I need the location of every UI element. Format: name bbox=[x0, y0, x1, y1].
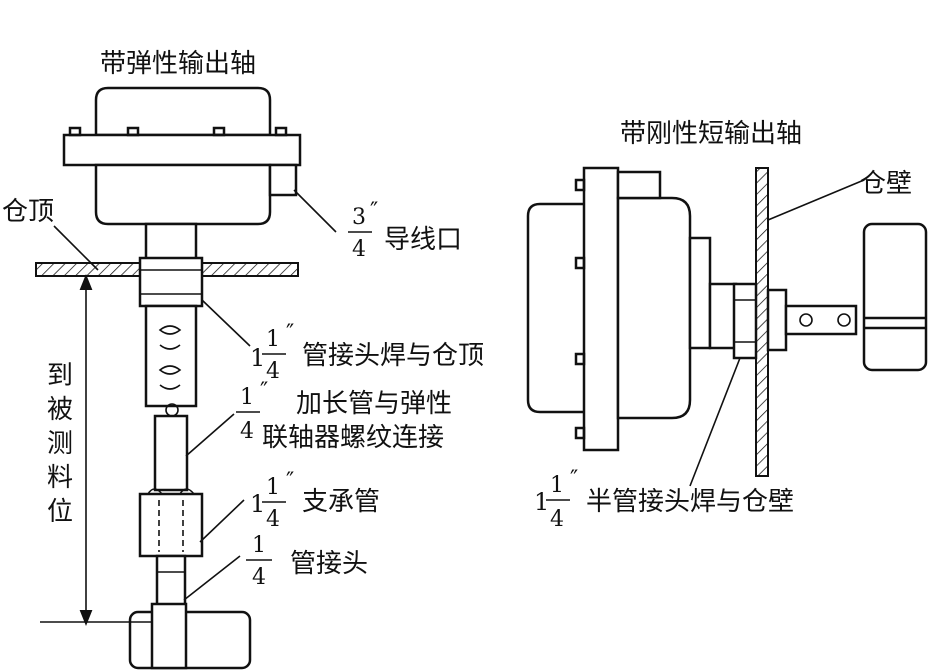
svg-text:″: ″ bbox=[286, 321, 294, 346]
svg-text:加长管与弹性: 加长管与弹性 bbox=[296, 389, 452, 419]
svg-text:1: 1 bbox=[534, 488, 549, 516]
svg-text:联轴器螺纹连接: 联轴器螺纹连接 bbox=[262, 423, 444, 453]
roof-label: 仓顶 bbox=[2, 197, 54, 227]
pipe-joint-label: 1 1 4 ″ 管接头焊与仓顶 bbox=[250, 321, 484, 384]
right-housing bbox=[526, 202, 592, 414]
right-paddle bbox=[862, 222, 928, 372]
bolt-head-icon bbox=[126, 126, 140, 137]
svg-text:料: 料 bbox=[47, 463, 73, 493]
svg-text:1: 1 bbox=[250, 344, 265, 372]
roof-coupling bbox=[138, 256, 204, 308]
svg-text:1: 1 bbox=[266, 327, 280, 352]
right-device: 带刚性短输出轴 仓壁 1 bbox=[526, 119, 928, 532]
svg-text:3: 3 bbox=[352, 205, 366, 230]
svg-text:1: 1 bbox=[250, 490, 265, 518]
svg-text:″: ″ bbox=[260, 379, 268, 404]
svg-text:4: 4 bbox=[266, 507, 280, 532]
left-flange bbox=[62, 133, 302, 167]
small-joint-label: 1 4 管接头 bbox=[246, 533, 368, 590]
bolt-head-icon bbox=[68, 126, 82, 137]
right-housing-body bbox=[616, 196, 692, 420]
svg-text:1: 1 bbox=[240, 385, 254, 410]
svg-text:″: ″ bbox=[370, 199, 378, 224]
svg-text:被: 被 bbox=[47, 395, 73, 425]
svg-text:1: 1 bbox=[266, 475, 280, 500]
conduit-port bbox=[268, 163, 298, 197]
support-pipe-label: 1 1 4 ″ 支承管 bbox=[250, 469, 380, 532]
left-neck bbox=[144, 222, 198, 264]
left-housing-top bbox=[94, 86, 272, 137]
right-flange bbox=[582, 166, 620, 452]
svg-text:4: 4 bbox=[266, 359, 280, 384]
depth-label: 到 被 测 料 位 bbox=[44, 354, 76, 527]
svg-text:导线口: 导线口 bbox=[384, 225, 462, 255]
bin-wall bbox=[755, 167, 769, 477]
support-pipe bbox=[138, 492, 204, 558]
left-housing-bottom bbox=[94, 163, 272, 226]
svg-text:1: 1 bbox=[252, 533, 266, 558]
svg-text:″: ″ bbox=[570, 467, 578, 492]
bolt-head-icon bbox=[274, 126, 288, 137]
left-device-title: 带弹性输出轴 bbox=[100, 49, 256, 79]
svg-text:管接头: 管接头 bbox=[290, 549, 368, 579]
svg-text:管接头焊与仓顶: 管接头焊与仓顶 bbox=[302, 341, 484, 371]
svg-text:1: 1 bbox=[550, 473, 564, 498]
bolt-head-icon bbox=[574, 178, 586, 192]
left-device: 带弹性输出轴 bbox=[2, 49, 484, 670]
upper-pipe bbox=[144, 304, 198, 408]
svg-text:测: 测 bbox=[47, 429, 73, 459]
svg-text:半管接头焊与仓壁: 半管接头焊与仓壁 bbox=[586, 487, 794, 517]
svg-text:4: 4 bbox=[252, 565, 266, 590]
svg-text:到: 到 bbox=[47, 361, 73, 391]
extension-label: 1 4 ″ 加长管与弹性 联轴器螺纹连接 bbox=[236, 379, 452, 453]
bolt-head-icon bbox=[574, 426, 586, 440]
svg-text:4: 4 bbox=[240, 419, 254, 444]
rigid-shaft bbox=[784, 304, 858, 336]
half-joint-label: 1 1 4 ″ 半管接头焊与仓壁 bbox=[534, 467, 794, 532]
conduit-label: 3 4 ″ 导线口 bbox=[348, 199, 462, 262]
svg-text:4: 4 bbox=[550, 507, 564, 532]
right-neck bbox=[688, 236, 712, 350]
bolt-head-icon bbox=[574, 352, 586, 366]
svg-text:支承管: 支承管 bbox=[302, 487, 380, 517]
right-device-title: 带刚性短输出轴 bbox=[620, 119, 802, 149]
svg-text:位: 位 bbox=[47, 497, 73, 527]
extension-pipe bbox=[153, 414, 189, 492]
paddle-hub bbox=[150, 602, 188, 670]
wall-label: 仓壁 bbox=[860, 169, 912, 199]
small-pipe bbox=[155, 554, 187, 614]
bolt-head-icon bbox=[574, 256, 586, 270]
half-coupling bbox=[732, 282, 758, 360]
svg-text:″: ″ bbox=[286, 469, 294, 494]
svg-text:4: 4 bbox=[352, 237, 366, 262]
paddle bbox=[128, 610, 252, 670]
bolt-head-icon bbox=[212, 126, 226, 137]
